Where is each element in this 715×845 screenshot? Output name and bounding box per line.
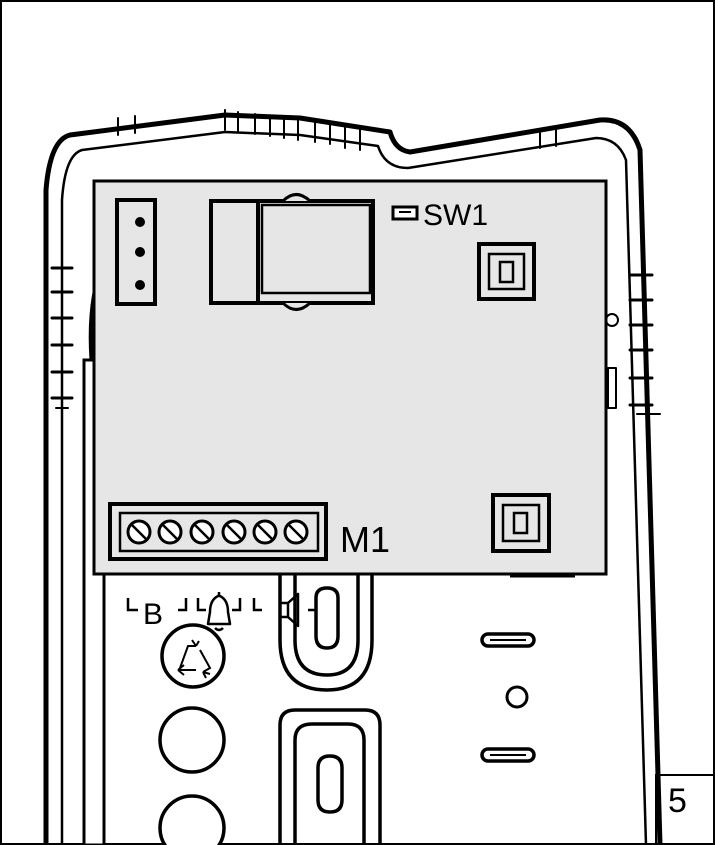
wire-terminal-dot <box>135 247 145 257</box>
mounting-slot-lower <box>482 749 534 761</box>
knockout-hole <box>160 708 224 772</box>
mounting-hole <box>507 687 527 707</box>
button-upper <box>479 244 534 299</box>
terminal-b-label: B <box>143 598 163 631</box>
mounting-slot-upper <box>482 634 534 646</box>
circuit-board: SW1 <box>94 181 606 574</box>
relay-component <box>211 195 373 310</box>
sw1-jumper-icon <box>393 207 417 219</box>
wire-terminal-dot <box>135 217 145 227</box>
m1-terminal-block <box>110 504 326 559</box>
wire-terminal-dot <box>135 280 145 290</box>
figure-number: 5 <box>668 782 687 820</box>
knockout-hole <box>160 796 224 845</box>
sw1-label: SW1 <box>423 199 488 232</box>
m1-label: M1 <box>340 519 390 560</box>
button-lower <box>493 495 549 551</box>
